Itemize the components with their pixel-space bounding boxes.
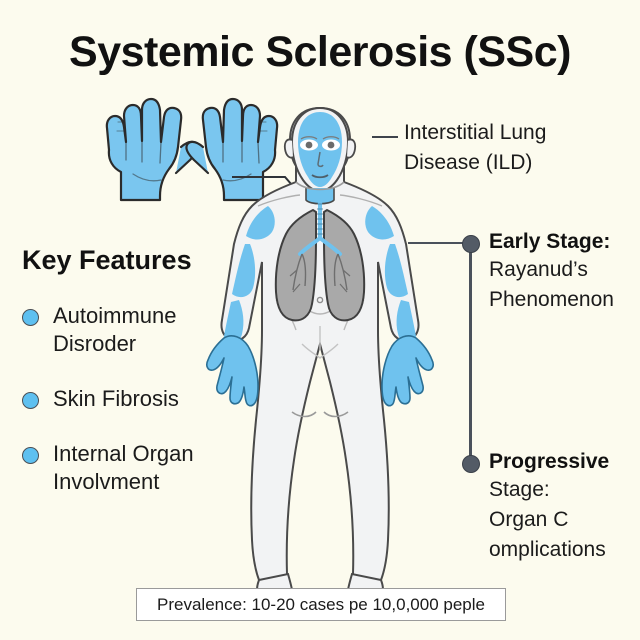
list-item: Internal Organ Involvment — [22, 440, 237, 496]
early-stage-node-icon — [462, 235, 480, 253]
key-feature-label: Autoimmune Disroder — [53, 303, 177, 356]
page-title: Systemic Sclerosis (SSc) — [69, 28, 571, 76]
early-stage-line-2: Phenomenon — [489, 288, 614, 311]
progressive-stage-line-3: omplications — [489, 538, 606, 561]
stage-rail-vertical — [469, 243, 472, 465]
progressive-stage-node-icon — [462, 455, 480, 473]
stage-rail-horizontal — [408, 242, 466, 244]
bullet-dot-icon — [22, 309, 39, 326]
hands-leader-line — [232, 176, 306, 201]
list-item: Skin Fibrosis — [22, 385, 237, 413]
key-features-heading: Key Features — [22, 245, 192, 275]
progressive-stage-line-1: Stage: — [489, 478, 550, 501]
early-stage-annotation: Early Stage: Rayanud’s Phenomenon — [489, 228, 640, 315]
key-feature-label: Internal Organ Involvment — [53, 441, 194, 494]
key-features-section: Key Features Autoimmune Disroder Skin Fi… — [22, 245, 237, 523]
progressive-stage-annotation: Progressive Stage: Organ C omplications — [489, 448, 640, 565]
progressive-stage-line-2: Organ C — [489, 508, 569, 531]
key-feature-label: Skin Fibrosis — [53, 386, 179, 411]
early-stage-line-1: Rayanud’s — [489, 258, 588, 281]
prevalence-text: Prevalence: 10-20 cases pe 10,0,000 pepl… — [157, 594, 485, 614]
early-stage-title: Early Stage: — [489, 230, 611, 253]
ild-line-2: Disease (ILD) — [404, 151, 533, 174]
ild-line-1: Interstitial Lung — [404, 121, 547, 144]
lungs-icon — [274, 198, 366, 322]
list-item: Autoimmune Disroder — [22, 302, 237, 358]
ild-annotation: Interstitial Lung Disease (ILD) — [404, 118, 640, 178]
ild-leader-dash-icon — [372, 136, 398, 138]
sclerodactyly-hands-icon — [105, 97, 279, 202]
progressive-stage-title: Progressive — [489, 450, 610, 473]
prevalence-box: Prevalence: 10-20 cases pe 10,0,000 pepl… — [136, 588, 506, 621]
bullet-dot-icon — [22, 392, 39, 409]
human-body-figure — [206, 106, 434, 603]
bullet-dot-icon — [22, 447, 39, 464]
